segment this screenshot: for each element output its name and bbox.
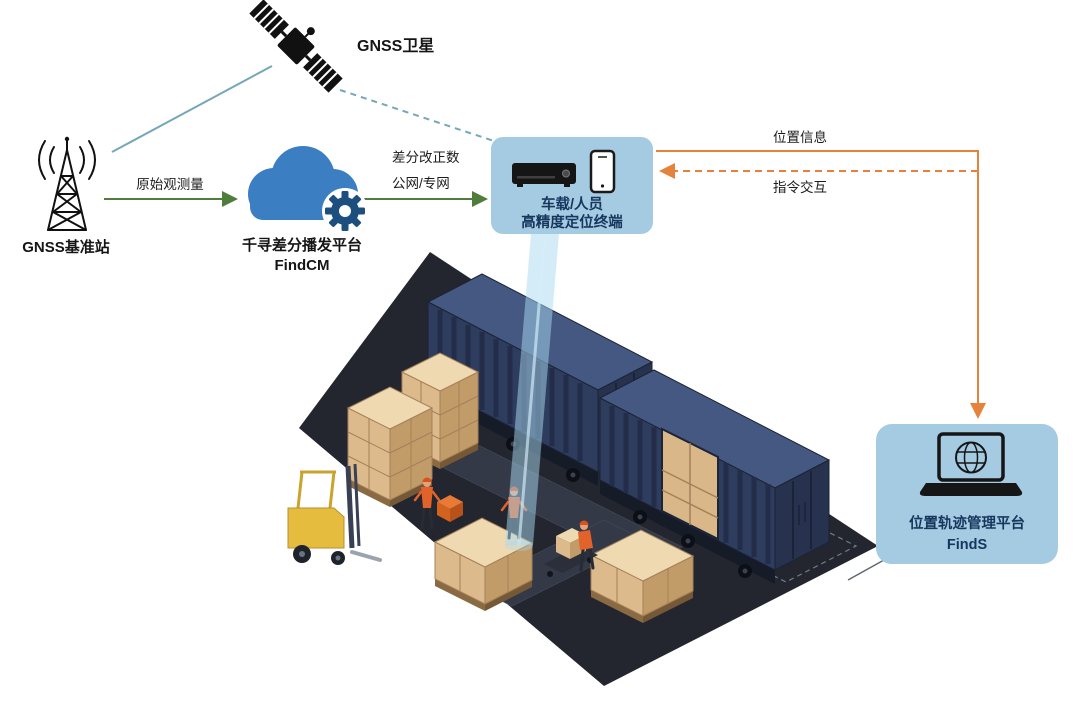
vehicle-terminal-icon — [512, 163, 576, 187]
satellite-base-link — [111, 65, 273, 153]
positioning-beam — [505, 233, 559, 551]
finds-label-line2: FindS — [947, 537, 988, 553]
base-station-label: GNSS基准站 — [22, 238, 110, 256]
worker-figure — [413, 477, 441, 530]
forklift-icon — [287, 463, 382, 565]
terminal-label-line1: 车载/人员 — [541, 195, 603, 213]
cloud-platform-name: 千寻差分播发平台 — [242, 236, 362, 254]
cloud-platform-product: FindCM — [275, 257, 330, 274]
open-door-cargo — [661, 427, 719, 541]
corrections-label-line2: 公网/专网 — [392, 176, 450, 191]
smartphone-icon — [589, 149, 616, 194]
pallet-single-right — [589, 529, 695, 623]
base-station-icon — [38, 136, 96, 231]
raw-observation-label: 原始观测量 — [136, 177, 204, 192]
floor-marking-dashed — [740, 523, 858, 583]
terminal-panel: 车载/人员 高精度定位终端 — [491, 137, 653, 234]
corrections-label-line1: 差分改正数 — [392, 150, 460, 165]
pallet-stack-front — [346, 386, 434, 507]
terminal-label-line2: 高精度定位终端 — [521, 213, 623, 231]
finds-panel: 位置轨迹管理平台 FindS — [876, 424, 1058, 564]
satellite-terminal-link — [339, 89, 498, 143]
position-info-line — [656, 150, 986, 419]
finds-panel-tail — [847, 559, 885, 581]
pallet-jack — [544, 528, 598, 577]
warehouse-scene — [287, 252, 878, 686]
shipping-container-2 — [598, 369, 831, 571]
orange-crate — [437, 495, 463, 522]
container-trailer-2 — [600, 480, 775, 584]
command-interaction-label: 指令交互 — [773, 179, 827, 195]
gear-icon — [325, 191, 365, 231]
laptop-globe-icon — [919, 432, 1023, 496]
worker-figure — [578, 520, 595, 572]
position-info-label: 位置信息 — [773, 129, 827, 145]
gnss-satellite-icon — [249, 0, 343, 93]
finds-label-line1: 位置轨迹管理平台 — [909, 514, 1025, 532]
pallet-single-left — [433, 517, 534, 611]
satellite-label: GNSS卫星 — [357, 37, 434, 55]
